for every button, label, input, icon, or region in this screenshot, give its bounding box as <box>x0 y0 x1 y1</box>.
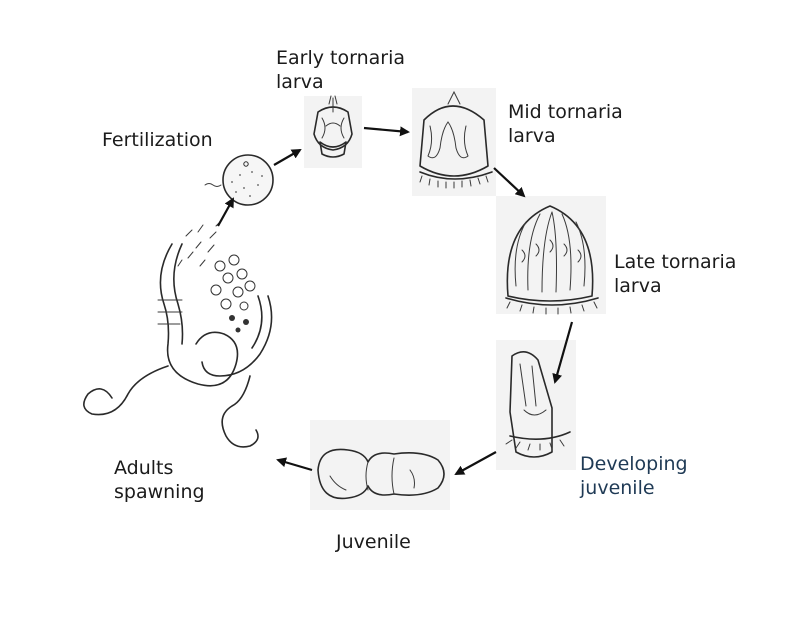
arrow-late-to-developing <box>552 321 574 384</box>
arrow-developing-to-juvenile <box>454 451 497 475</box>
label-adults-spawning: Adults spawning <box>114 457 205 503</box>
fertilized-egg-illustration <box>204 154 274 206</box>
arrow-adults-to-fertilization <box>217 197 234 227</box>
label-juvenile: Juvenile <box>336 531 411 553</box>
arrow-juvenile-to-adults <box>276 457 313 472</box>
juvenile-illustration <box>310 420 450 510</box>
developing-juvenile-illustration <box>496 340 576 470</box>
arrow-mid-to-late <box>493 167 526 198</box>
late-tornaria-illustration <box>496 196 606 315</box>
label-mid-tornaria: Mid tornaria larva <box>508 101 623 147</box>
label-early-tornaria: Early tornaria larva <box>276 47 405 93</box>
mid-tornaria-illustration <box>412 88 496 196</box>
arrow-early-to-mid <box>363 126 410 137</box>
label-fertilization: Fertilization <box>102 129 213 151</box>
label-developing-juvenile: Developing juvenile <box>580 453 688 499</box>
arrow-fertilization-to-early <box>273 149 302 166</box>
early-tornaria-illustration <box>304 95 362 168</box>
label-late-tornaria: Late tornaria larva <box>614 251 737 297</box>
adults-spawning-illustration <box>83 219 273 448</box>
